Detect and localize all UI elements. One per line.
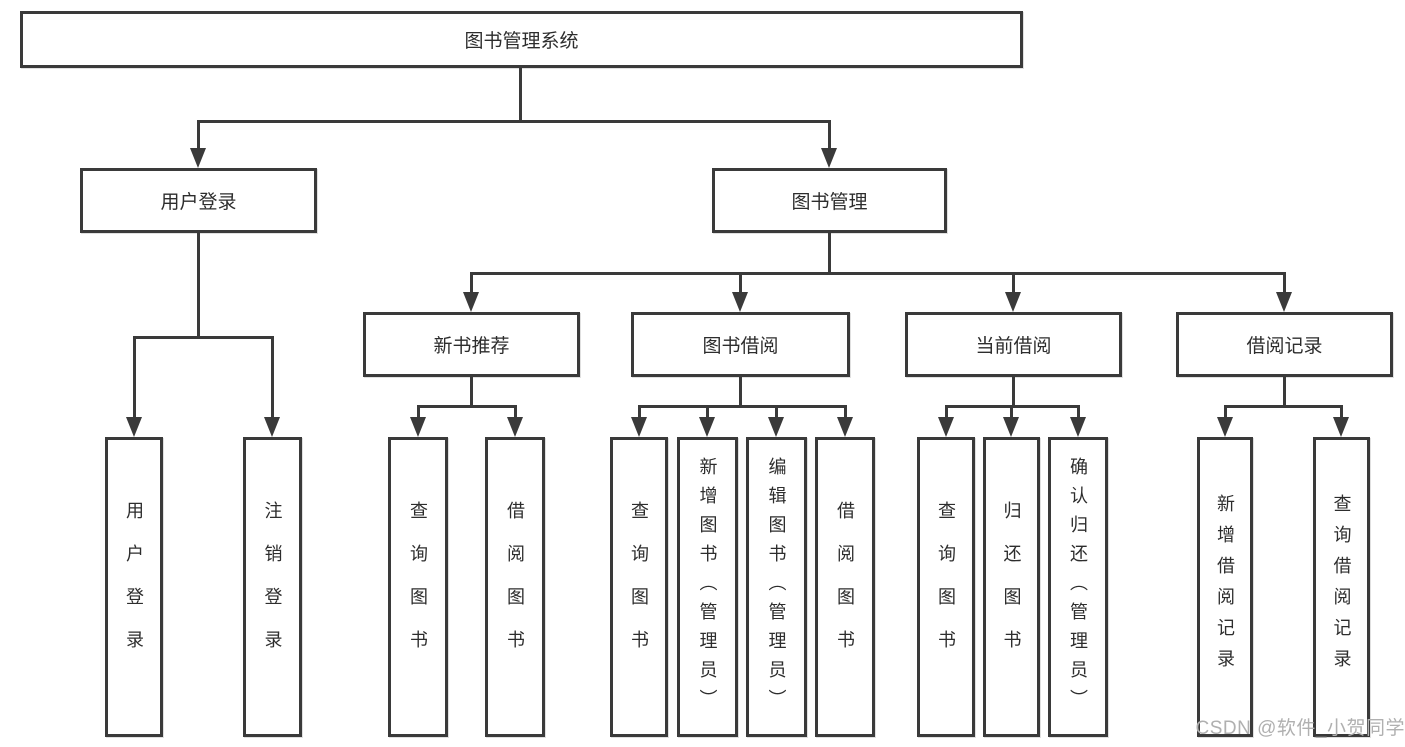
arrow-down-icon [768, 417, 784, 437]
leaf-add-borrow-record: 新增借阅记录 [1197, 437, 1253, 737]
connector-hline [133, 336, 274, 339]
leaf-confirm-return-admin: 确认归还（管理员） [1048, 437, 1108, 737]
connector-vline [514, 408, 517, 419]
connector-vline [828, 123, 831, 150]
leaf-user-login: 用户登录 [105, 437, 163, 737]
connector-vline [739, 275, 742, 293]
node-current-borrowing: 当前借阅 [905, 312, 1122, 377]
arrow-down-icon [821, 148, 837, 168]
connector-vline [1010, 408, 1013, 419]
connector-vline [844, 408, 847, 419]
arrow-down-icon [1070, 417, 1086, 437]
arrow-down-icon [264, 417, 280, 437]
node-library-management-system: 图书管理系统 [20, 11, 1023, 68]
node-borrowing-records: 借阅记录 [1176, 312, 1393, 377]
arrow-down-icon [1276, 292, 1292, 312]
arrow-down-icon [938, 417, 954, 437]
connector-vline [945, 408, 948, 419]
leaf-query-books-borrowing: 查询图书 [610, 437, 668, 737]
connector-vline [1224, 408, 1227, 419]
leaf-query-borrow-record: 查询借阅记录 [1313, 437, 1370, 737]
connector-hline [417, 405, 517, 408]
connector-hline [197, 120, 831, 123]
leaf-add-book-admin: 新增图书（管理员） [677, 437, 738, 737]
leaf-return-books: 归还图书 [983, 437, 1040, 737]
leaf-query-books-current: 查询图书 [917, 437, 975, 737]
connector-vline [1012, 275, 1015, 293]
connector-vline [1012, 377, 1015, 405]
connector-vline [133, 339, 136, 419]
connector-vline [417, 408, 420, 419]
leaf-query-books-recommend: 查询图书 [388, 437, 448, 737]
connector-vline [470, 377, 473, 405]
node-book-management: 图书管理 [712, 168, 947, 233]
connector-vline [739, 377, 742, 405]
connector-vline [197, 233, 200, 336]
leaf-borrow-books-recommend: 借阅图书 [485, 437, 545, 737]
connector-vline [1077, 408, 1080, 419]
arrow-down-icon [1217, 417, 1233, 437]
connector-vline [638, 408, 641, 419]
connector-vline [706, 408, 709, 419]
connector-hline [638, 405, 847, 408]
connector-vline [1340, 408, 1343, 419]
arrow-down-icon [1333, 417, 1349, 437]
arrow-down-icon [1005, 292, 1021, 312]
arrow-down-icon [463, 292, 479, 312]
connector-vline [197, 123, 200, 150]
leaf-borrow-books: 借阅图书 [815, 437, 875, 737]
leaf-edit-book-admin: 编辑图书（管理员） [746, 437, 807, 737]
connector-vline [828, 233, 831, 272]
connector-hline [1224, 405, 1343, 408]
arrow-down-icon [190, 148, 206, 168]
arrow-down-icon [507, 417, 523, 437]
connector-vline [470, 275, 473, 293]
leaf-logout: 注销登录 [243, 437, 302, 737]
node-book-borrowing: 图书借阅 [631, 312, 850, 377]
csdn-watermark: CSDN @软件_小贺同学 [1195, 718, 1405, 739]
node-user-login: 用户登录 [80, 168, 317, 233]
connector-vline [271, 339, 274, 419]
arrow-down-icon [732, 292, 748, 312]
connector-vline [775, 408, 778, 419]
connector-vline [519, 68, 522, 120]
arrow-down-icon [410, 417, 426, 437]
arrow-down-icon [837, 417, 853, 437]
connector-hline [945, 405, 1080, 408]
arrow-down-icon [631, 417, 647, 437]
arrow-down-icon [126, 417, 142, 437]
arrow-down-icon [1003, 417, 1019, 437]
connector-vline [1283, 377, 1286, 405]
node-new-book-recommend: 新书推荐 [363, 312, 580, 377]
arrow-down-icon [699, 417, 715, 437]
connector-hline [470, 272, 1286, 275]
connector-vline [1283, 275, 1286, 293]
